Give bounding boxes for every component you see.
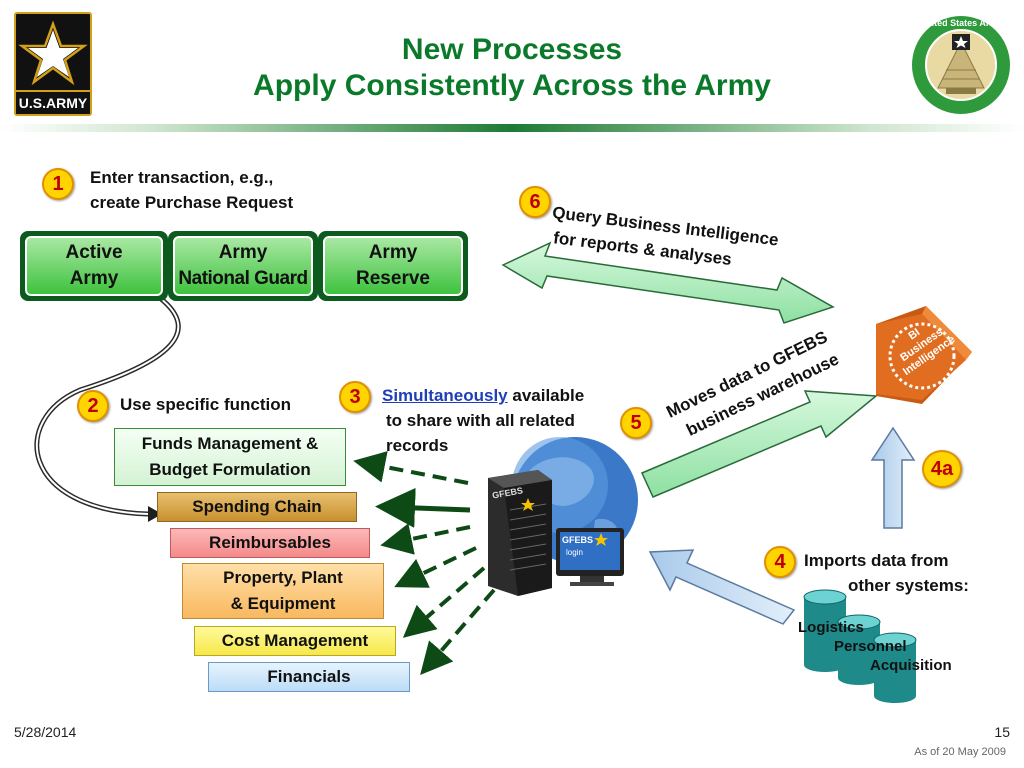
org-active-army-line-2: Army: [69, 268, 119, 289]
func-funds-line-2: Budget Formulation: [149, 460, 311, 479]
db-label-personnel: Personnel: [834, 638, 907, 655]
import-arrow: [648, 549, 796, 625]
step-4-badge: 4: [764, 546, 796, 578]
warehouse-arrow: [640, 390, 878, 498]
solid-arrow: [375, 487, 471, 528]
step-4-text: Imports data from other systems:: [804, 548, 969, 598]
seal-text: United States Army: [919, 18, 1003, 28]
screen-label: GFEBS: [562, 535, 594, 545]
func-spending-chain[interactable]: Spending Chain: [157, 492, 357, 522]
dashed-arrow-funds: [353, 451, 469, 485]
func-cost-management-label: Cost Management: [221, 631, 369, 650]
func-funds-line-1: Funds Management &: [141, 434, 319, 453]
org-reserve-line-2: Reserve: [356, 268, 430, 289]
org-national-guard[interactable]: Army National Guard: [168, 231, 318, 301]
db-label-logistics: Logistics: [798, 619, 864, 636]
finance-seal: United States Army: [910, 14, 1012, 116]
page-title: New Processes Apply Consistently Across …: [200, 32, 824, 104]
header-rule: [0, 124, 1024, 132]
step-3-line-3: records: [386, 436, 449, 455]
simultaneously-link[interactable]: Simultaneously: [382, 386, 508, 405]
func-financials[interactable]: Financials: [208, 662, 410, 692]
step-1-line-1: Enter transaction, e.g.,: [90, 168, 274, 187]
step-3-badge: 3: [339, 381, 371, 413]
org-reserve[interactable]: Army Reserve: [318, 231, 468, 301]
dashed-arrow-cost: [402, 566, 486, 638]
step-2-text: Use specific function: [120, 395, 291, 414]
func-reimbursables[interactable]: Reimbursables: [170, 528, 370, 558]
org-national-guard-line-1: Army: [218, 242, 268, 263]
step-4-line-2: other systems:: [848, 576, 969, 595]
org-national-guard-line-2: National Guard: [178, 268, 308, 289]
org-active-army[interactable]: Active Army: [20, 231, 168, 301]
step-1-text: Enter transaction, e.g., create Purchase…: [90, 165, 293, 215]
logo-text: U.S.ARMY: [16, 90, 90, 114]
org-reserve-line-1: Army: [368, 242, 418, 263]
step-4a-badge: 4a: [922, 450, 962, 488]
query-double-arrow: [501, 241, 835, 324]
func-reimbursables-label: Reimbursables: [209, 533, 331, 552]
dashed-arrow-financials: [420, 588, 496, 676]
title-line-1: New Processes: [401, 33, 623, 66]
func-property-line-2: & Equipment: [230, 594, 336, 613]
connector-arrowhead: [148, 506, 162, 522]
step-3-line-2: to share with all related: [386, 411, 575, 430]
army-logo: U.S.ARMY: [14, 12, 92, 116]
as-of-note: As of 20 May 2009: [914, 746, 1006, 758]
step-6-badge: 6: [519, 186, 551, 218]
func-spending-chain-label: Spending Chain: [192, 497, 322, 516]
database-acquisition-icon: [873, 632, 917, 703]
screen-login: login: [566, 548, 583, 557]
step-1-badge: 1: [42, 168, 74, 200]
step-2-badge: 2: [77, 390, 109, 422]
bi-box[interactable]: BI Business Intelligence: [862, 304, 974, 408]
func-property-line-1: Property, Plant: [223, 568, 343, 587]
func-financials-label: Financials: [267, 667, 351, 686]
dashed-arrow-property: [394, 546, 477, 588]
footer-date: 5/28/2014: [14, 724, 77, 740]
step-5-badge: 5: [620, 407, 652, 439]
org-active-army-line-1: Active: [65, 242, 123, 263]
bi-import-arrow: [870, 426, 916, 529]
step-1-line-2: create Purchase Request: [90, 193, 294, 212]
title-line-2: Apply Consistently Across the Army: [253, 69, 771, 102]
step-4-line-1: Imports data from: [804, 551, 949, 570]
database-personnel-icon: [837, 614, 881, 685]
dashed-arrow-reimb: [380, 523, 471, 555]
star-icon: [18, 20, 88, 86]
db-label-acquisition: Acquisition: [870, 657, 952, 674]
step-3-available: available: [507, 386, 585, 405]
step-3-text: Simultaneously available to share with a…: [382, 383, 584, 458]
func-cost-management[interactable]: Cost Management: [194, 626, 396, 656]
func-property-plant[interactable]: Property, Plant & Equipment: [182, 563, 384, 619]
page-number: 15: [994, 724, 1010, 740]
func-funds-management[interactable]: Funds Management & Budget Formulation: [114, 428, 346, 486]
